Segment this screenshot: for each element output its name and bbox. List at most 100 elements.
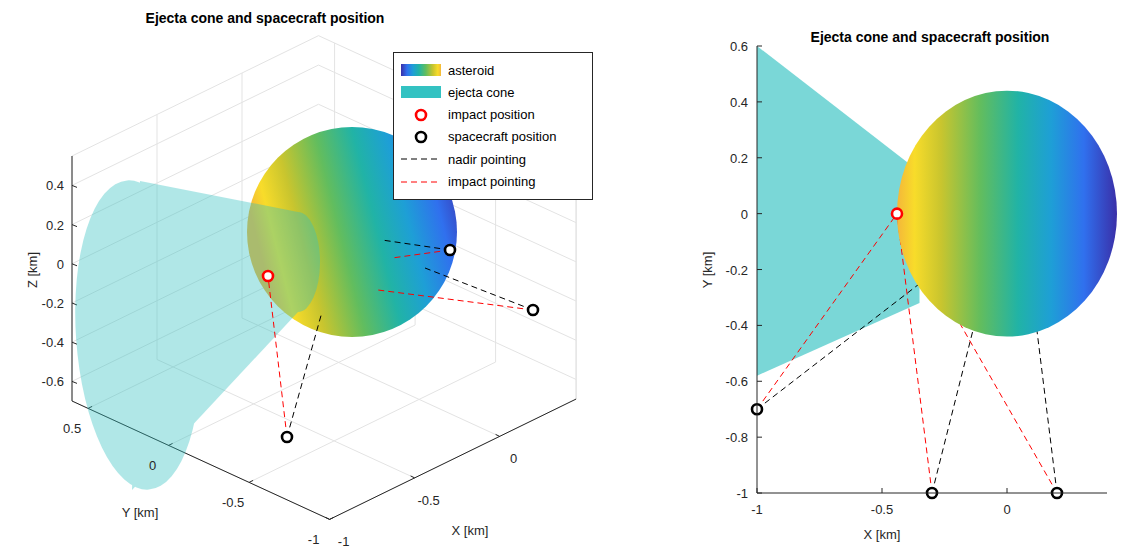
legend-box: asteroid ejecta cone impact position spacec…	[393, 52, 593, 200]
tick-label: -0.4	[42, 336, 64, 349]
tick-label: 0.4	[730, 95, 748, 108]
legend-entry: impact position	[394, 105, 592, 125]
ejecta-cone	[757, 46, 920, 376]
plot-3d	[65, 36, 576, 520]
tick-mark	[411, 476, 415, 478]
tick-label: 0.5	[63, 422, 81, 435]
impact-pointing-line	[378, 290, 533, 310]
legend-swatch	[401, 86, 441, 98]
axis-label: Y [km]	[122, 506, 159, 519]
tick-label: -1	[308, 533, 320, 546]
legend-entry: spacecraft position	[394, 127, 592, 147]
spacecraft-marker	[282, 432, 292, 442]
spacecraft-marker	[528, 305, 538, 315]
legend-line	[401, 159, 441, 160]
legend-marker	[416, 110, 426, 120]
impact-pointing-line	[757, 214, 897, 410]
tick-label: 0	[57, 257, 64, 270]
tick-label: 0	[149, 459, 156, 472]
legend-sample	[400, 174, 442, 190]
tick-mark	[757, 157, 762, 158]
tick-label: -0.6	[42, 375, 64, 388]
plot-title: Ejecta cone and spacecraft position	[146, 11, 385, 25]
grid-line	[72, 156, 73, 401]
tick-label: -0.2	[42, 297, 64, 310]
spacecraft-marker	[445, 245, 455, 255]
tick-label: -0.5	[417, 493, 439, 506]
tick-label: 0	[1003, 503, 1010, 516]
tick-mark	[326, 517, 330, 519]
legend-text: asteroid	[448, 63, 494, 78]
legend-entry: nadir pointing	[394, 149, 592, 169]
tick-mark	[72, 264, 77, 266]
legend-text: impact position	[448, 107, 535, 122]
tick-label: -1	[338, 535, 350, 548]
legend-entry: impact pointing	[394, 172, 592, 192]
tick-mark	[249, 480, 253, 482]
grid-line	[249, 362, 496, 482]
tick-label: 0	[741, 207, 748, 220]
axis-label: Z [km]	[26, 252, 39, 288]
x-axis	[330, 399, 576, 519]
z-axis	[72, 156, 73, 401]
tick-label: -0.5	[871, 503, 893, 516]
cone-base	[65, 176, 210, 494]
tick-label: 0.4	[46, 179, 64, 192]
tick-mark	[72, 381, 77, 383]
axis-label: X [km]	[452, 524, 489, 537]
grid-line	[242, 318, 500, 436]
axis-label: Y [km]	[701, 252, 714, 289]
tick-label: -0.4	[726, 319, 748, 332]
tick-mark	[757, 269, 762, 270]
legend-entry: ejecta cone	[394, 82, 592, 102]
plot-title: Ejecta cone and spacecraft position	[811, 30, 1050, 44]
nadir-pointing-line	[425, 268, 533, 310]
legend-sample	[400, 107, 442, 123]
impact-pointing-line	[392, 250, 450, 258]
tick-label: -0.5	[222, 496, 244, 509]
nadir-pointing-line	[757, 278, 927, 409]
tick-label: 0.2	[730, 151, 748, 164]
legend-text: ejecta cone	[448, 85, 515, 100]
tick-mark	[757, 381, 762, 382]
legend-sample	[400, 151, 442, 167]
tick-mark	[72, 342, 77, 344]
tick-label: -0.8	[726, 431, 748, 444]
x-axis	[757, 493, 1107, 494]
legend-entry: asteroid	[394, 60, 592, 80]
tick-mark	[757, 46, 762, 47]
legend-text: spacecraft position	[448, 129, 556, 144]
tick-label: -1	[751, 503, 763, 516]
tick-mark	[757, 437, 762, 438]
nadir-pointing-line	[1037, 331, 1057, 493]
nadir-pointing-line	[382, 240, 450, 250]
tick-mark	[72, 185, 77, 187]
tick-mark	[330, 517, 334, 519]
tick-mark	[757, 325, 762, 326]
impact-marker	[892, 209, 902, 219]
grid-line	[330, 399, 576, 519]
tick-mark	[757, 488, 758, 493]
plot-2d	[752, 46, 1117, 498]
legend-sample	[400, 129, 442, 145]
legend-text: impact pointing	[448, 174, 535, 189]
ejecta-cone	[65, 176, 320, 494]
tick-mark	[882, 488, 883, 493]
cone-mouth	[276, 212, 320, 312]
tick-label: -0.2	[726, 263, 748, 276]
tick-mark	[1007, 488, 1008, 493]
legend-sample	[400, 84, 442, 100]
impact-pointing-line	[268, 276, 287, 437]
tick-mark	[496, 434, 500, 436]
tick-label: 0.2	[46, 218, 64, 231]
tick-label: 0.6	[730, 40, 748, 53]
grid-line	[72, 36, 319, 156]
tick-mark	[757, 493, 762, 494]
legend-marker	[416, 132, 426, 142]
tick-mark	[757, 213, 762, 214]
asteroid-disc	[897, 91, 1117, 337]
tick-label: 0	[510, 452, 517, 465]
tick-label: -1	[736, 487, 748, 500]
legend-text: nadir pointing	[448, 152, 526, 167]
legend-swatch	[401, 64, 441, 76]
